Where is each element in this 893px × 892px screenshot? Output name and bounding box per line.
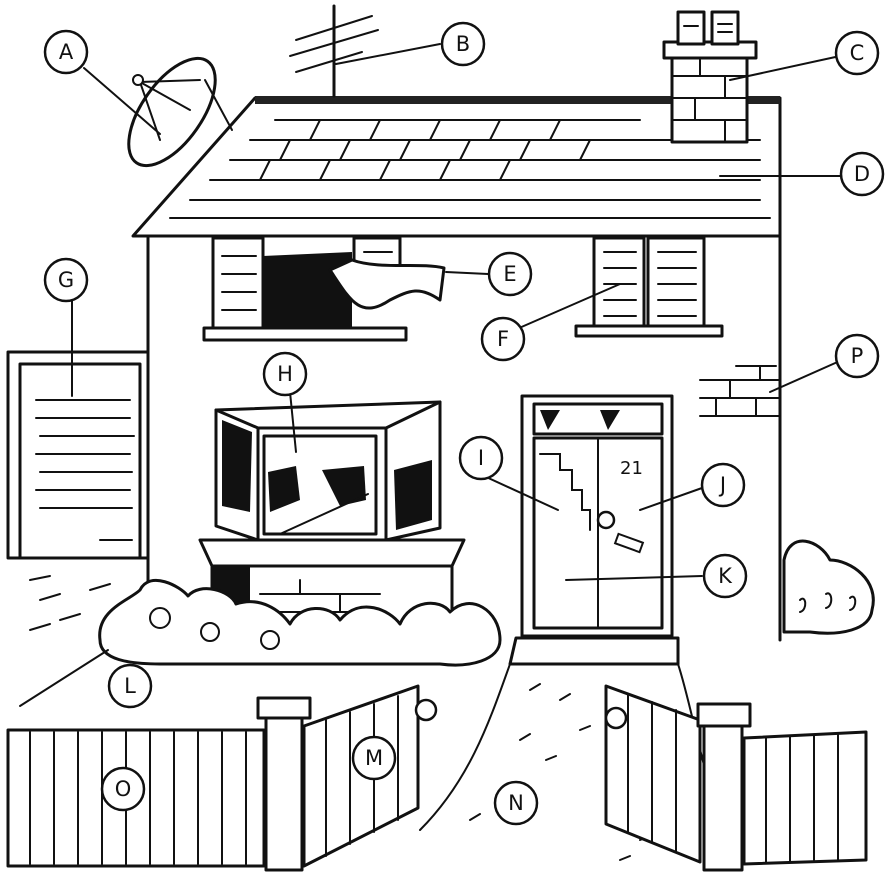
svg-text:A: A bbox=[59, 40, 74, 64]
label-h: H bbox=[264, 353, 306, 395]
bay-window bbox=[200, 402, 464, 630]
brick-patch bbox=[700, 366, 780, 416]
label-o: O bbox=[102, 768, 144, 810]
label-g: G bbox=[45, 259, 87, 301]
svg-text:C: C bbox=[850, 41, 865, 65]
svg-text:B: B bbox=[456, 32, 470, 56]
label-a: A bbox=[45, 31, 87, 73]
side-bush bbox=[784, 541, 873, 633]
svg-text:P: P bbox=[851, 344, 864, 368]
label-k: K bbox=[704, 555, 746, 597]
house-number: 21 bbox=[620, 458, 643, 479]
right-gate bbox=[606, 686, 700, 862]
label-b: B bbox=[442, 23, 484, 65]
garage bbox=[8, 352, 148, 558]
front-door: 21 bbox=[510, 396, 678, 664]
svg-text:K: K bbox=[718, 564, 733, 588]
label-f: F bbox=[482, 318, 524, 360]
upper-left-window bbox=[204, 238, 444, 340]
svg-text:M: M bbox=[365, 746, 383, 770]
svg-text:I: I bbox=[478, 446, 484, 470]
svg-text:D: D bbox=[854, 162, 870, 186]
svg-text:J: J bbox=[718, 473, 726, 497]
label-i: I bbox=[460, 437, 502, 479]
tv-aerial bbox=[290, 6, 378, 96]
label-e: E bbox=[489, 253, 531, 295]
svg-text:N: N bbox=[508, 791, 524, 815]
gate-post-left bbox=[258, 698, 310, 870]
svg-text:L: L bbox=[124, 674, 136, 698]
svg-text:E: E bbox=[503, 262, 516, 286]
svg-text:G: G bbox=[58, 268, 74, 292]
label-m: M bbox=[353, 737, 395, 779]
label-n: N bbox=[495, 782, 537, 824]
svg-text:O: O bbox=[115, 777, 132, 801]
label-l: L bbox=[109, 665, 151, 707]
label-j: J bbox=[702, 464, 744, 506]
label-p: P bbox=[836, 335, 878, 377]
gate-post-right bbox=[698, 704, 750, 870]
label-c: C bbox=[836, 32, 878, 74]
upper-right-shutters bbox=[576, 238, 722, 336]
front-fence-right bbox=[744, 732, 866, 864]
svg-text:H: H bbox=[277, 362, 293, 386]
label-d: D bbox=[841, 153, 883, 195]
svg-text:F: F bbox=[497, 327, 509, 351]
